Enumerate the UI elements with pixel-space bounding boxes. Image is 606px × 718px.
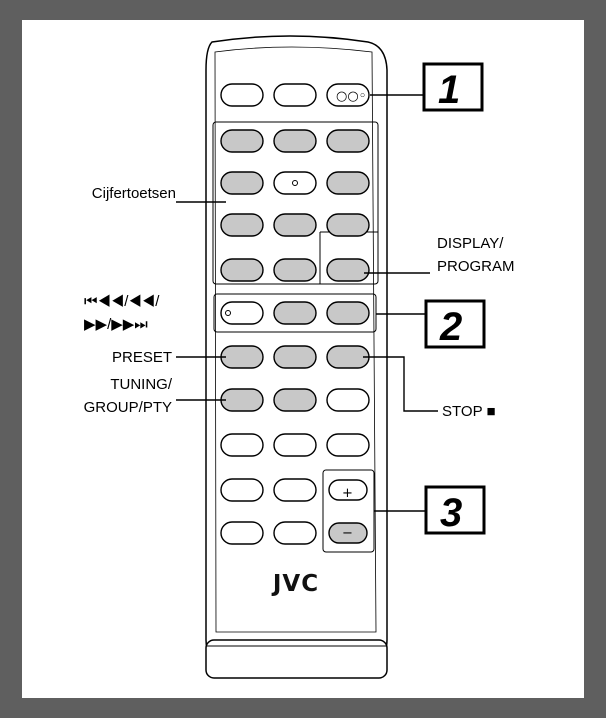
number-key-5-dot	[292, 180, 298, 186]
skip-forward-button[interactable]	[326, 301, 370, 325]
stop-button[interactable]	[326, 345, 370, 369]
skip-back-button[interactable]	[220, 301, 264, 325]
label-numeric-keys: Cijfertoetsen	[92, 185, 176, 202]
number-key-1[interactable]	[220, 129, 264, 153]
step-2-number: 2	[439, 305, 462, 349]
step-1-number: 1	[438, 68, 460, 112]
volume-plus-button[interactable]	[328, 479, 368, 501]
top-right-button-dots: ○○◦	[336, 89, 366, 104]
number-key-4[interactable]	[220, 171, 264, 195]
step-3-box	[424, 485, 486, 535]
misc-button-g[interactable]	[220, 521, 264, 545]
number-key-9[interactable]	[326, 213, 370, 237]
volume-minus-button[interactable]	[328, 522, 368, 544]
misc-button-f[interactable]	[273, 478, 317, 502]
number-key-2[interactable]	[273, 129, 317, 153]
label-skip-line1: ⏮◀◀/◀◀/	[84, 293, 160, 310]
volume-minus-glyph: −	[342, 526, 353, 541]
step-1-box	[422, 62, 484, 112]
label-skip-line2: ▶▶/▶▶⏭	[84, 316, 148, 333]
skip-key-dot	[225, 310, 231, 316]
misc-button-e[interactable]	[220, 478, 264, 502]
label-tuning-line2: GROUP/PTY	[84, 399, 172, 416]
number-key-0[interactable]	[273, 258, 317, 282]
numeric-key-group-outline	[212, 121, 379, 285]
misc-button-d[interactable]	[326, 433, 370, 457]
skip-key-group-outline	[213, 293, 377, 333]
misc-button-b[interactable]	[220, 433, 264, 457]
number-key-6[interactable]	[326, 171, 370, 195]
label-preset: PRESET	[112, 349, 172, 366]
volume-plus-glyph: +	[342, 486, 353, 501]
misc-button-h[interactable]	[273, 521, 317, 545]
number-key-10[interactable]	[220, 258, 264, 282]
preset-key-right[interactable]	[273, 345, 317, 369]
label-stop: STOP ■	[442, 403, 496, 420]
misc-button-c[interactable]	[273, 433, 317, 457]
number-key-3[interactable]	[326, 129, 370, 153]
label-display-line2: PROGRAM	[437, 258, 515, 275]
top-button-right[interactable]	[326, 83, 370, 107]
skip-middle-button[interactable]	[273, 301, 317, 325]
top-button-left[interactable]	[220, 83, 264, 107]
label-display-line1: DISPLAY/	[437, 235, 504, 252]
display-program-button[interactable]	[326, 258, 370, 282]
brand-logo: JVC	[271, 571, 319, 597]
top-button-middle[interactable]	[273, 83, 317, 107]
remote-bottom-cap	[205, 639, 388, 679]
leader-stop	[363, 356, 438, 412]
step-2-box	[424, 299, 486, 349]
label-tuning-line1: TUNING/	[110, 376, 172, 393]
tuning-key-right[interactable]	[273, 388, 317, 412]
number-key-8[interactable]	[273, 213, 317, 237]
tuning-key-left[interactable]	[220, 388, 264, 412]
remote-inner-edge	[214, 46, 377, 633]
misc-button-a[interactable]	[326, 388, 370, 412]
preset-key-left[interactable]	[220, 345, 264, 369]
step-3-number: 3	[440, 491, 462, 535]
number-key-7[interactable]	[220, 213, 264, 237]
